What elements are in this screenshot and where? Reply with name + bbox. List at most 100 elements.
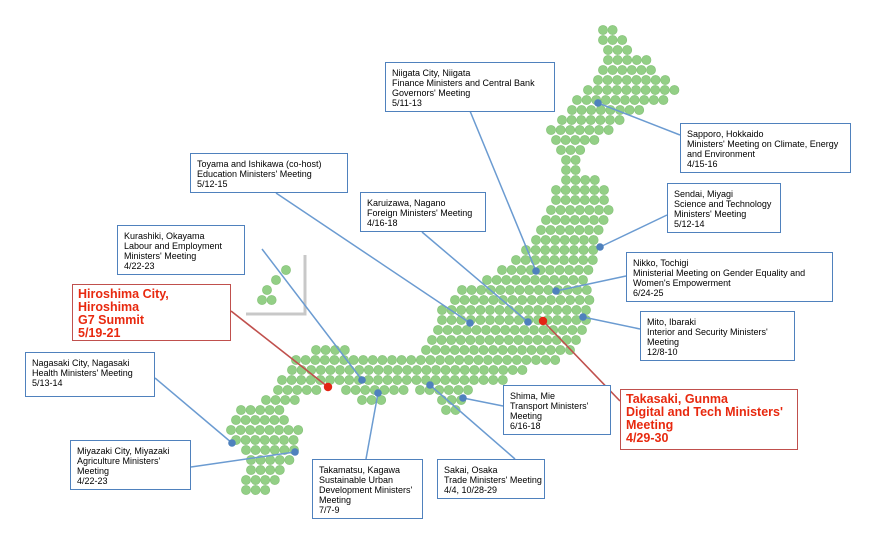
land-dot — [488, 345, 499, 355]
land-dot — [334, 375, 345, 385]
leader-line-nikko — [555, 275, 627, 292]
land-dot — [598, 65, 608, 75]
land-dot — [621, 85, 632, 95]
land-dot — [311, 385, 322, 395]
land-dot — [574, 205, 585, 215]
land-dot — [507, 345, 518, 355]
land-dot — [457, 285, 467, 295]
land-dot — [593, 75, 603, 85]
land-dot — [566, 115, 577, 125]
land-dot — [415, 385, 425, 395]
land-dot — [284, 455, 295, 465]
land-dot — [541, 215, 551, 225]
land-dot — [444, 355, 455, 365]
land-dot — [612, 55, 623, 65]
land-dot — [279, 445, 290, 455]
land-dot — [533, 305, 543, 315]
land-dot — [257, 295, 267, 305]
land-dot — [488, 295, 499, 305]
land-dot — [570, 175, 581, 185]
land-dot — [481, 325, 491, 335]
callout-niigata-line-2: Finance Ministers and Central Bank — [392, 78, 535, 88]
land-dot — [510, 275, 521, 285]
land-dot — [494, 335, 505, 345]
land-dot — [581, 285, 592, 295]
land-dot — [296, 375, 307, 385]
land-dot — [507, 365, 518, 375]
land-dot — [539, 275, 550, 285]
land-dot — [588, 235, 599, 245]
land-dot — [311, 345, 321, 355]
land-dot — [614, 115, 625, 125]
land-dot — [579, 215, 590, 225]
land-dot — [557, 115, 567, 125]
land-dot — [511, 355, 522, 365]
land-dot — [517, 365, 528, 375]
land-dot — [589, 195, 600, 205]
land-dot — [549, 275, 560, 285]
land-dot — [513, 315, 524, 325]
land-dot — [498, 365, 509, 375]
land-dot — [559, 255, 569, 265]
land-dot — [366, 395, 377, 405]
land-dot — [433, 325, 443, 335]
land-dot — [612, 45, 623, 55]
land-dot — [494, 315, 505, 325]
land-dot — [341, 385, 351, 395]
land-dot — [446, 335, 457, 345]
land-dot — [551, 335, 562, 345]
land-dot — [427, 335, 437, 345]
land-dot — [274, 455, 285, 465]
callout-shima-line-1: Shima, Mie — [510, 391, 556, 401]
land-dot — [554, 265, 565, 275]
land-dot — [576, 115, 587, 125]
land-dot — [301, 385, 312, 395]
leader-line-karuizawa — [421, 231, 529, 323]
land-dot — [621, 75, 632, 85]
land-dot — [465, 305, 476, 315]
callout-sapporo-line-2: Ministers' Meeting on Climate, Energy — [687, 139, 839, 149]
land-dot — [279, 435, 289, 445]
leader-line-sapporo — [597, 102, 681, 136]
land-dot — [646, 65, 656, 75]
land-dot — [504, 315, 515, 325]
land-dot — [421, 365, 432, 375]
land-dot — [545, 225, 556, 235]
marker-miyazaki — [291, 448, 299, 456]
land-dot — [291, 355, 301, 365]
land-dot — [589, 215, 599, 225]
land-dot — [490, 325, 501, 335]
land-dot — [264, 405, 275, 415]
land-dot — [587, 255, 598, 265]
land-dot — [658, 95, 669, 105]
land-dot — [466, 285, 477, 295]
land-dot — [536, 295, 547, 305]
land-dot — [520, 275, 531, 285]
okinawa-inset-frame — [246, 255, 307, 316]
land-dot — [556, 145, 566, 155]
land-dot — [440, 375, 451, 385]
land-dot — [500, 325, 511, 335]
callout-takasaki-line-2: Digital and Tech Ministers' — [626, 405, 783, 419]
marker-mito — [579, 313, 587, 321]
land-dot — [293, 425, 304, 435]
land-dot — [449, 375, 460, 385]
land-dot — [598, 25, 608, 35]
land-dot — [475, 335, 485, 345]
land-dot — [320, 345, 331, 355]
land-dot — [584, 225, 594, 235]
land-dot — [598, 215, 609, 225]
land-dot — [411, 375, 422, 385]
land-dot — [396, 355, 407, 365]
land-dot — [523, 305, 534, 315]
land-dot — [509, 325, 520, 335]
land-dot — [545, 265, 555, 275]
callout-toyama: Toyama and Ishikawa (co-host)Education M… — [190, 153, 348, 193]
land-dot — [570, 135, 581, 145]
land-dot — [546, 295, 556, 305]
land-dot — [348, 355, 359, 365]
land-dot — [542, 305, 553, 315]
